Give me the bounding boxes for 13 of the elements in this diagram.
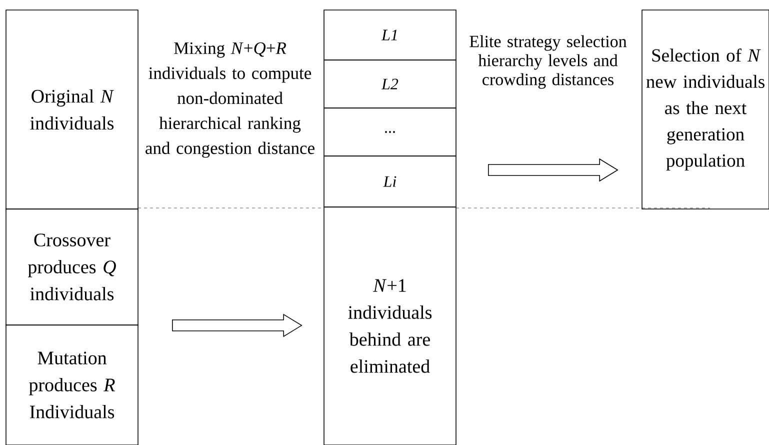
annotation-text: Mixing N+Q+R individuals to compute non-dominated hierarchical ranking and congestion distance — [146, 42, 314, 158]
process-box: Crossover produces Q individuals — [6, 208, 138, 326]
process-box: Original N individuals — [6, 10, 138, 210]
block-arrow — [488, 158, 618, 182]
annotation-text: Elite strategy selection hierarchy levels and crowding distances — [470, 35, 627, 89]
level-box: Li — [324, 156, 456, 208]
level-box: L2 — [324, 60, 456, 108]
process-box: Mutation produces R Individuals — [6, 324, 138, 445]
process-box: N+1 individuals behind are eliminated — [324, 206, 456, 445]
process-box: Selection of N new individuals as the next generation population — [642, 10, 769, 210]
level-box: ... — [324, 108, 456, 156]
level-box: L1 — [324, 10, 456, 60]
block-arrow — [172, 314, 302, 338]
